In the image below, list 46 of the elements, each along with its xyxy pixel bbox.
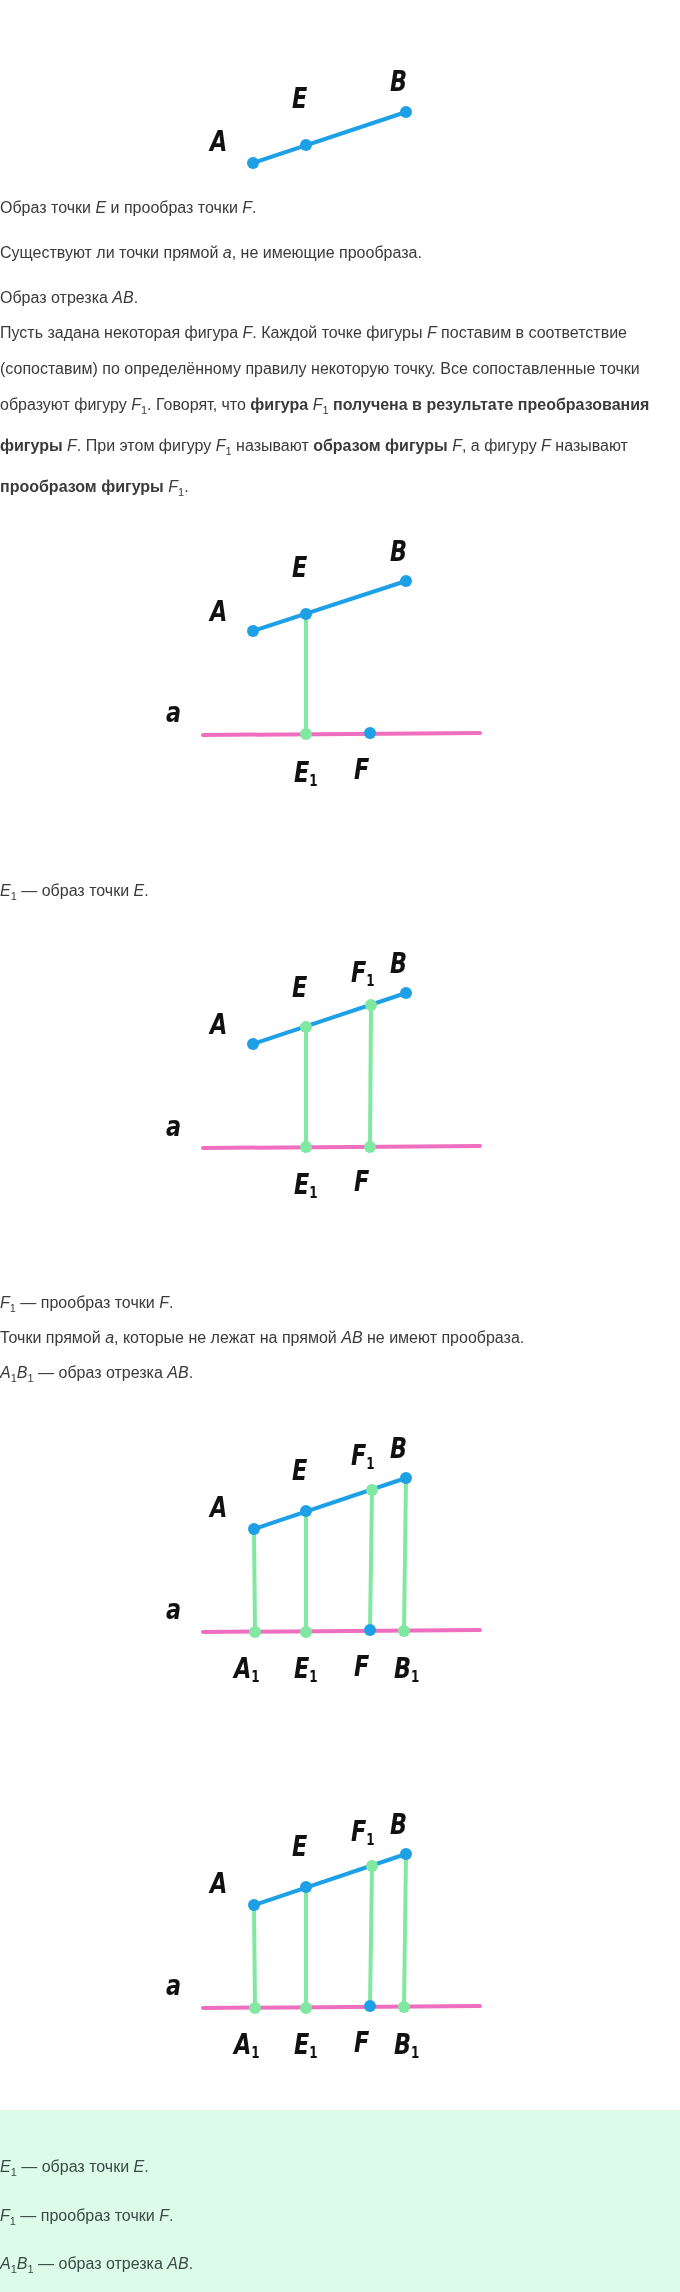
point-label: A <box>210 1010 228 1040</box>
point-label: E <box>292 973 308 1003</box>
point-label: a <box>166 1971 182 2001</box>
point-label: E$_{1}$ <box>294 2030 318 2064</box>
text-line: Образ отрезка AB. <box>0 288 139 308</box>
point-label: F$_{1}$ <box>351 1441 375 1475</box>
point-label: E <box>292 1456 308 1486</box>
point-label: E <box>292 84 308 114</box>
point-label: B <box>390 1810 408 1840</box>
text-line: A$_{1}$B$_{1}$ — образ отрезка AB. <box>0 1363 194 1387</box>
text-line: F$_{1}$ — прообраз точки F. <box>0 1293 174 1317</box>
point-label: F$_{1}$ <box>351 958 375 992</box>
point-label: F <box>354 1167 370 1197</box>
point-label: F <box>354 1652 370 1682</box>
point-label: A$_{1}$ <box>234 2030 260 2064</box>
point-label: B <box>390 949 408 979</box>
point-label: A$_{1}$ <box>234 1654 260 1688</box>
answer-panel <box>0 2110 680 2292</box>
point-label: E <box>292 1832 308 1862</box>
point-label: B <box>390 67 408 97</box>
point-label: E <box>292 553 308 583</box>
point-label: B$_{1}$ <box>394 2030 420 2064</box>
point-label: a <box>166 1112 182 1142</box>
point-label: A <box>210 1869 228 1899</box>
point-label: a <box>166 1595 182 1625</box>
paragraph: Пусть задана некоторая фигура F. Каждой точке фигуры F поставим в соответствие (сопоставим) по определённому правилу некоторую точку. Все сопоставленные точки образуют фигуру F$_{1}$. Говорят, что фигура F$_{1}$ получена в результате преобразования фигуры F. При этом фигуру F$_{1}$ называют образом фигуры F, а фигуру F называют прообразом фигуры F$_{1}$. <box>0 323 651 501</box>
point-label: A <box>210 127 228 157</box>
text-line: F$_{1}$ — прообраз точки F. <box>0 2206 174 2230</box>
point-label: F <box>354 2028 370 2058</box>
point-label: A <box>210 1493 228 1523</box>
text-line: Точки прямой a, которые не лежат на прямой AB не имеют прообраза. <box>0 1328 525 1348</box>
text-line: Образ точки E и прообраз точки F. <box>0 198 257 218</box>
point-label: E$_{1}$ <box>294 758 318 792</box>
point-label: F <box>354 755 370 785</box>
text-line: Существуют ли точки прямой a, не имеющие прообраза. <box>0 243 422 263</box>
point-label: E$_{1}$ <box>294 1654 318 1688</box>
text-line: A$_{1}$B$_{1}$ — образ отрезка AB. <box>0 2254 194 2278</box>
point-label: a <box>166 698 182 728</box>
point-label: E$_{1}$ <box>294 1170 318 1204</box>
point-label: F$_{1}$ <box>351 1817 375 1851</box>
text-line: E$_{1}$ — образ точки E. <box>0 881 149 905</box>
point-label: A <box>210 597 228 627</box>
point-label: B <box>390 1434 408 1464</box>
text-line: E$_{1}$ — образ точки E. <box>0 2157 149 2181</box>
point-label: B$_{1}$ <box>394 1654 420 1688</box>
point-label: B <box>390 537 408 567</box>
